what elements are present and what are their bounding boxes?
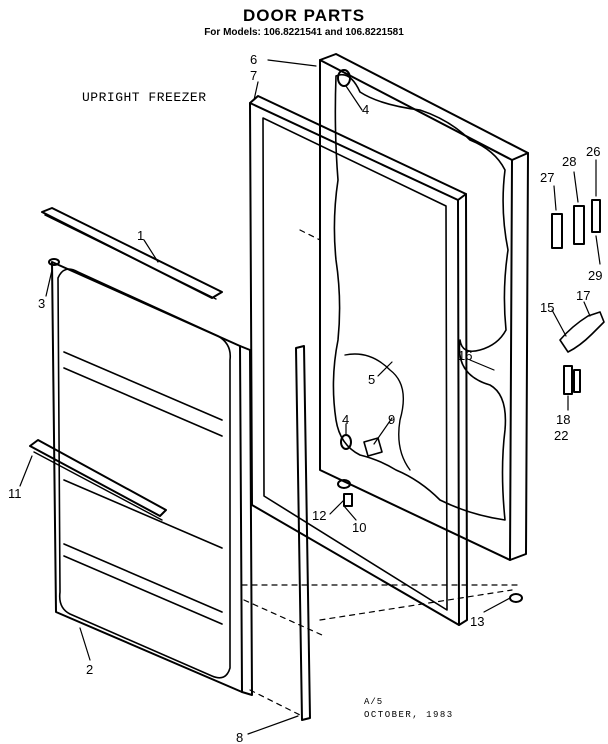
callout-9: 9 <box>388 412 395 427</box>
model-numbers: For Models: 106.8221541 and 106.8221581 <box>204 27 404 38</box>
callout-28: 28 <box>562 154 576 169</box>
callout-4-lower: 4 <box>342 412 349 427</box>
leader-lines <box>19 59 601 735</box>
callout-5: 5 <box>368 372 375 387</box>
callout-1: 1 <box>137 228 144 243</box>
callout-11: 11 <box>8 486 22 501</box>
upright-freezer-label: UPRIGHT FREEZER <box>82 90 207 105</box>
callout-13: 13 <box>470 614 484 629</box>
door-panel <box>29 207 253 696</box>
callout-7: 7 <box>250 68 257 83</box>
callout-27: 27 <box>540 170 554 185</box>
callout-16: 16 <box>458 348 472 363</box>
callout-26: 26 <box>586 144 600 159</box>
callout-numbers: 1 2 3 4 4 5 6 7 8 9 10 11 12 13 15 16 17… <box>8 52 602 744</box>
callout-2: 2 <box>86 662 93 677</box>
callout-18: 18 <box>556 412 570 427</box>
door-liner <box>319 53 529 561</box>
alignment-lines <box>241 229 521 716</box>
callout-29: 29 <box>588 268 602 283</box>
callout-4-upper: 4 <box>362 102 369 117</box>
breaker-strip <box>295 345 311 721</box>
callout-12: 12 <box>312 508 326 523</box>
footer-date: OCTOBER, 1983 <box>364 710 454 720</box>
callout-8: 8 <box>236 730 243 744</box>
callout-17: 17 <box>576 288 590 303</box>
callout-10: 10 <box>352 520 366 535</box>
callout-15: 15 <box>540 300 554 315</box>
callout-6: 6 <box>250 52 257 67</box>
door-gasket <box>249 95 468 626</box>
callout-3: 3 <box>38 296 45 311</box>
page-title: DOOR PARTS <box>242 6 366 25</box>
footer-code: A/5 <box>364 697 384 707</box>
callout-22: 22 <box>554 428 568 443</box>
